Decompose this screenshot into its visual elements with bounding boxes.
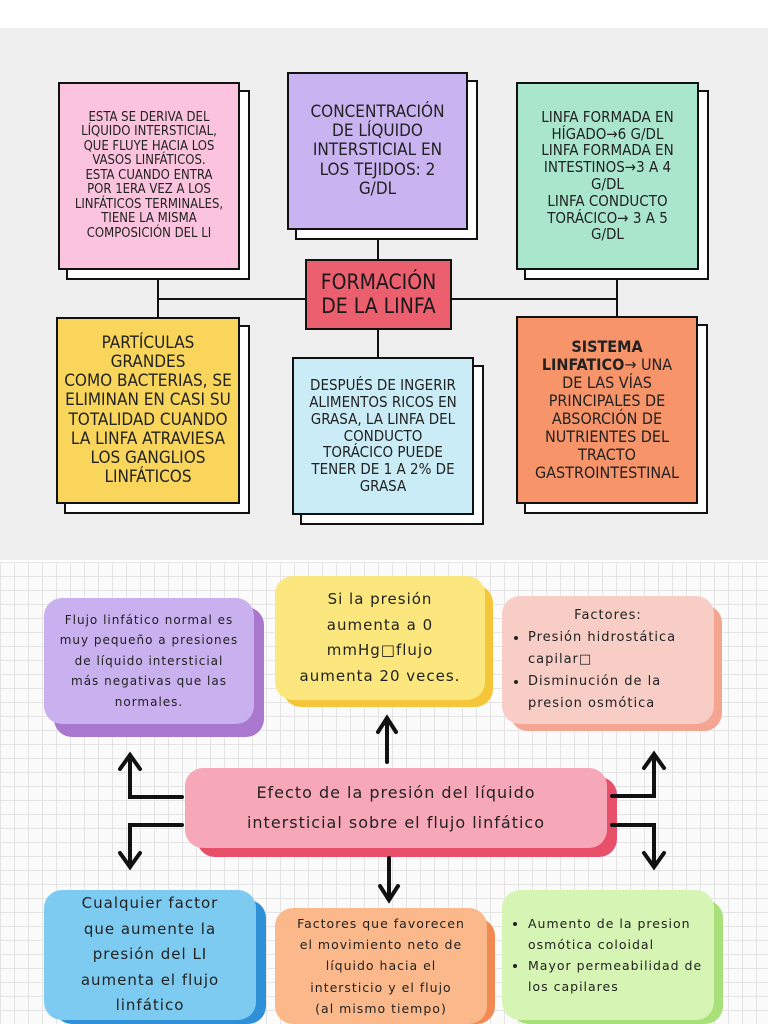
box-concentration-text: Concentración de líquido intersticial en… bbox=[310, 102, 445, 199]
center-title-efecto: Efecto de la presión del líquido interst… bbox=[185, 768, 607, 848]
box-particles-text: Partículas grandes como bacterias, se el… bbox=[64, 333, 232, 487]
connector-line bbox=[377, 230, 379, 260]
list-item: Disminución de la presion osmótica bbox=[528, 671, 706, 715]
box-lymphatic-system-rest: → una de las vías principales de absorci… bbox=[535, 355, 679, 482]
arrow-down-center bbox=[378, 856, 400, 904]
center-title-formacion-text: FORMACIÓN DE LA LINFA bbox=[320, 269, 437, 318]
box-any-factor-text: Cualquier factor que aumente la presión … bbox=[80, 894, 220, 1015]
arrow-down-right bbox=[610, 823, 666, 871]
box-factors: Factores: Presión hidrostática capilar□ … bbox=[502, 596, 714, 724]
box-favoring-factors: Factores que favorecen el movimiento net… bbox=[275, 908, 487, 1024]
list-item: Aumento de la presion osmótica coloidal bbox=[528, 913, 706, 956]
box-any-factor: Cualquier factor que aumente la presión … bbox=[44, 890, 256, 1020]
connector-line bbox=[616, 270, 618, 318]
arrow-up-left bbox=[118, 751, 184, 799]
box-favoring-factors-text: Factores que favorecen el movimiento net… bbox=[297, 915, 465, 1016]
box-fat: Después de ingerir alimentos ricos en gr… bbox=[292, 357, 474, 515]
box-osmotic: Aumento de la presion osmótica coloidal … bbox=[502, 890, 714, 1020]
box-fat-text: Después de ingerir alimentos ricos en gr… bbox=[309, 376, 457, 495]
box-li-origin-text: Esta se deriva del líquido intersticial,… bbox=[74, 109, 224, 241]
list-item: Mayor permeabilidad de los capilares bbox=[528, 955, 706, 998]
box-osmotic-list: Aumento de la presion osmótica coloidal … bbox=[510, 913, 706, 998]
connector-line bbox=[377, 328, 379, 358]
arrow-up-right bbox=[610, 750, 666, 798]
box-li-origin: Esta se deriva del líquido intersticial,… bbox=[58, 82, 240, 270]
box-pressure-zero: Si la presión aumenta a 0 mmHg□flujo aum… bbox=[275, 576, 485, 700]
box-pressure-zero-text: Si la presión aumenta a 0 mmHg□flujo aum… bbox=[299, 590, 461, 685]
box-factors-title: Factores: bbox=[574, 607, 642, 623]
box-concentration: Concentración de líquido intersticial en… bbox=[287, 72, 468, 230]
list-item: Presión hidrostática capilar□ bbox=[528, 627, 706, 671]
box-lymph-protein: Linfa formada en hígado→6 G/DL linfa for… bbox=[516, 82, 699, 270]
box-particles: Partículas grandes como bacterias, se el… bbox=[56, 317, 240, 504]
box-lymphatic-system-text: Sistema linfatico→ una de las vías princ… bbox=[535, 338, 679, 481]
center-title-formacion: FORMACIÓN DE LA LINFA bbox=[305, 259, 452, 330]
box-lymph-protein-text: Linfa formada en hígado→6 G/DL linfa for… bbox=[541, 107, 674, 244]
box-normal-flow-text: Flujo linfático normal es muy pequeño a … bbox=[59, 613, 239, 709]
box-lymphatic-system-bold: Sistema linfatico bbox=[541, 337, 643, 375]
box-lymphatic-system: Sistema linfatico→ una de las vías princ… bbox=[516, 316, 698, 504]
box-factors-list: Presión hidrostática capilar□ Disminució… bbox=[510, 627, 706, 715]
center-title-efecto-text: Efecto de la presión del líquido interst… bbox=[246, 782, 546, 832]
arrow-down-left bbox=[118, 823, 184, 871]
connector-line bbox=[157, 270, 159, 318]
box-normal-flow: Flujo linfático normal es muy pequeño a … bbox=[44, 598, 254, 724]
arrow-up-center bbox=[376, 714, 398, 764]
